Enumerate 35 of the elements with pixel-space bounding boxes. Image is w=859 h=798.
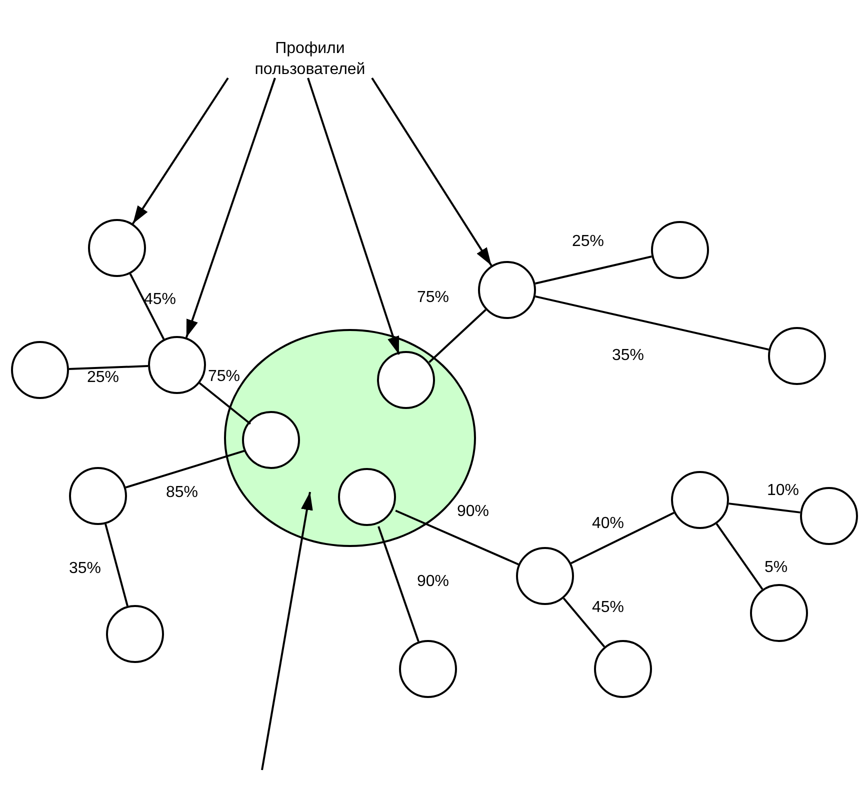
edge-label: 75% [416, 289, 450, 307]
connector-line [535, 256, 652, 284]
connector-line [395, 510, 519, 566]
edge-label: 35% [68, 560, 102, 578]
arrow [132, 77, 229, 224]
edge-label: 35% [612, 347, 644, 365]
connector-line [68, 365, 148, 370]
edge-label: 25% [572, 233, 604, 251]
arrow [185, 78, 276, 338]
arrow [261, 492, 313, 770]
title-label: Профили пользователей [235, 38, 385, 82]
edge-label: 45% [592, 599, 624, 617]
edge-label: 5% [764, 559, 788, 577]
connector-line [428, 309, 486, 363]
edge-label: 10% [766, 482, 800, 500]
connector-line [562, 598, 606, 648]
arrow [371, 77, 492, 266]
circle-node [516, 547, 574, 605]
edge-label: 40% [592, 515, 624, 533]
edge-label: 75% [208, 368, 240, 386]
connector-line [728, 502, 800, 514]
circle-node [478, 261, 536, 319]
connector-line [125, 450, 246, 488]
edge-label: 25% [86, 369, 120, 387]
connector-line [535, 295, 769, 351]
connector-line [570, 512, 674, 564]
edge-label: 85% [166, 484, 198, 502]
edge-label: 90% [416, 573, 450, 591]
edge-label: 45% [144, 291, 176, 309]
connector-line [129, 273, 165, 340]
connector-line [104, 524, 128, 606]
arrow [307, 78, 400, 355]
connector-line [378, 526, 420, 642]
connector-line [716, 523, 764, 590]
edge-label: 90% [456, 503, 490, 521]
